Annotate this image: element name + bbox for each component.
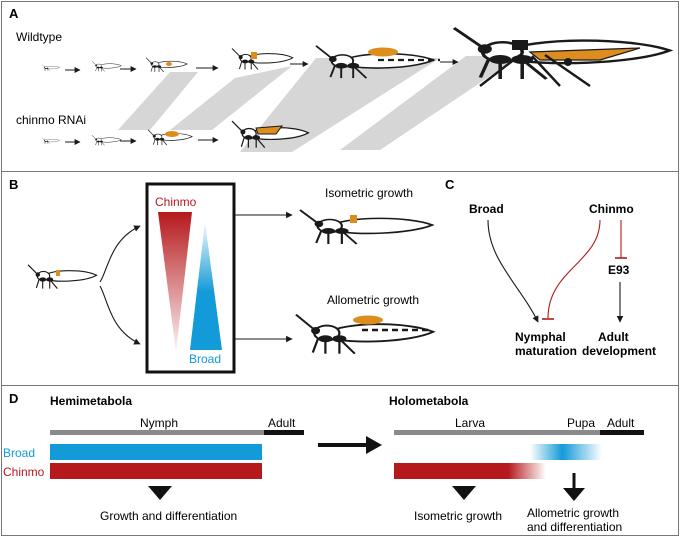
larva-bar <box>394 430 556 435</box>
panel-a-letter: A <box>9 6 19 21</box>
stage-adult-holo: Adult <box>607 416 635 430</box>
node-adult-1: Adult <box>598 330 629 344</box>
insect-icon <box>298 208 434 246</box>
insect-icon <box>27 264 98 290</box>
panel-b-letter: B <box>9 177 18 192</box>
insect-icon <box>91 60 122 72</box>
insect-icon <box>41 137 60 144</box>
wildtype-arrows <box>65 59 459 73</box>
down-arrow-icon <box>148 486 172 500</box>
chinmo-gradient-label: Chinmo <box>155 195 197 209</box>
growth-differentiation-label: Growth and differentiation <box>100 509 237 523</box>
pupa-bar <box>556 430 600 435</box>
broad-wedge <box>190 222 222 350</box>
chinmo-wedge <box>158 212 192 352</box>
node-broad: Broad <box>469 202 504 216</box>
allometric-growth-d-label-2: and differentiation <box>527 520 622 534</box>
rnai-arrows <box>65 137 219 145</box>
insect-icon <box>41 64 60 71</box>
insect-icon <box>231 47 294 71</box>
row-label-broad: Broad <box>3 446 35 460</box>
node-nymphal-1: Nymphal <box>515 330 566 344</box>
isometric-growth-label: Isometric growth <box>325 186 413 200</box>
hemi-broad-bar <box>50 444 262 460</box>
node-nymphal-2: maturation <box>515 344 577 358</box>
panel-d-letter: D <box>9 391 18 406</box>
isometric-insect <box>298 208 434 246</box>
arrow-icon <box>99 285 141 345</box>
hemimetabola-title: Hemimetabola <box>50 394 132 408</box>
arrow-icon <box>99 225 141 283</box>
inhibition-icon <box>547 219 601 319</box>
arrow-icon <box>366 436 382 454</box>
down-arrow-icon <box>452 486 476 500</box>
down-arrow-icon <box>563 488 585 501</box>
adult-bar-hemi <box>264 430 304 435</box>
rnai-insects <box>41 120 310 149</box>
allometric-insect <box>294 313 435 355</box>
node-adult-2: development <box>582 344 656 358</box>
adult-bar-holo <box>600 430 644 435</box>
nymph-bar <box>50 430 264 435</box>
stage-pupa: Pupa <box>567 416 595 430</box>
arrow-icon <box>487 219 539 323</box>
panel-b-source-insect <box>27 264 98 290</box>
hemi-chinmo-bar <box>50 463 262 479</box>
holometabola-title: Holometabola <box>389 394 469 408</box>
row-label-chinmo: Chinmo <box>3 465 45 479</box>
allometric-growth-label: Allometric growth <box>327 293 419 307</box>
stage-nymph: Nymph <box>140 416 178 430</box>
stage-larva: Larva <box>455 416 485 430</box>
stage-adult-hemi: Adult <box>268 416 296 430</box>
row-label-wildtype: Wildtype <box>16 30 62 44</box>
node-chinmo: Chinmo <box>589 202 634 216</box>
insect-icon <box>91 134 122 146</box>
isometric-growth-d-label: Isometric growth <box>414 509 502 523</box>
allometric-growth-d-label-1: Allometric growth <box>527 506 619 520</box>
panel-d-frame <box>1 385 679 536</box>
wildtype-insects <box>41 26 672 87</box>
row-label-chinmo-rnai: chinmo RNAi <box>16 113 86 127</box>
holo-broad-pulse <box>530 444 602 460</box>
holo-chinmo-bar <box>394 463 546 479</box>
node-e93: E93 <box>608 263 630 277</box>
broad-gradient-label: Broad <box>189 352 221 366</box>
panel-c-letter: C <box>445 177 455 192</box>
